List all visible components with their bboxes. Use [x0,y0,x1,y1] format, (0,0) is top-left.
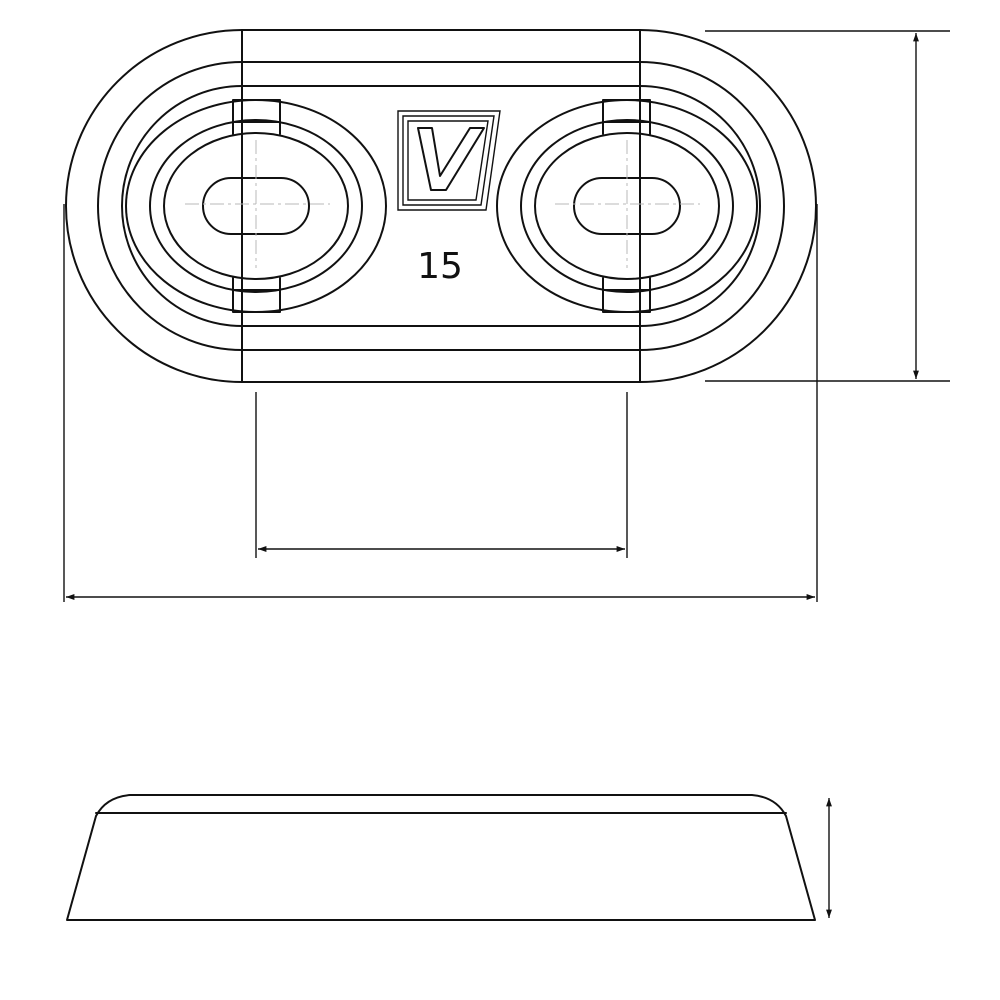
inner-outline-2 [121,85,761,327]
right-mounting-boss [496,99,758,313]
inner-outline-1 [97,61,785,351]
anode-side-view [66,794,832,921]
outer-outline [65,29,817,383]
left-mounting-boss [125,99,387,313]
dimension-lines [63,30,950,602]
v-logo [397,110,501,211]
side-profile [66,794,816,921]
part-number: 15 [417,246,463,287]
anode-top-view: 15 [65,29,817,383]
